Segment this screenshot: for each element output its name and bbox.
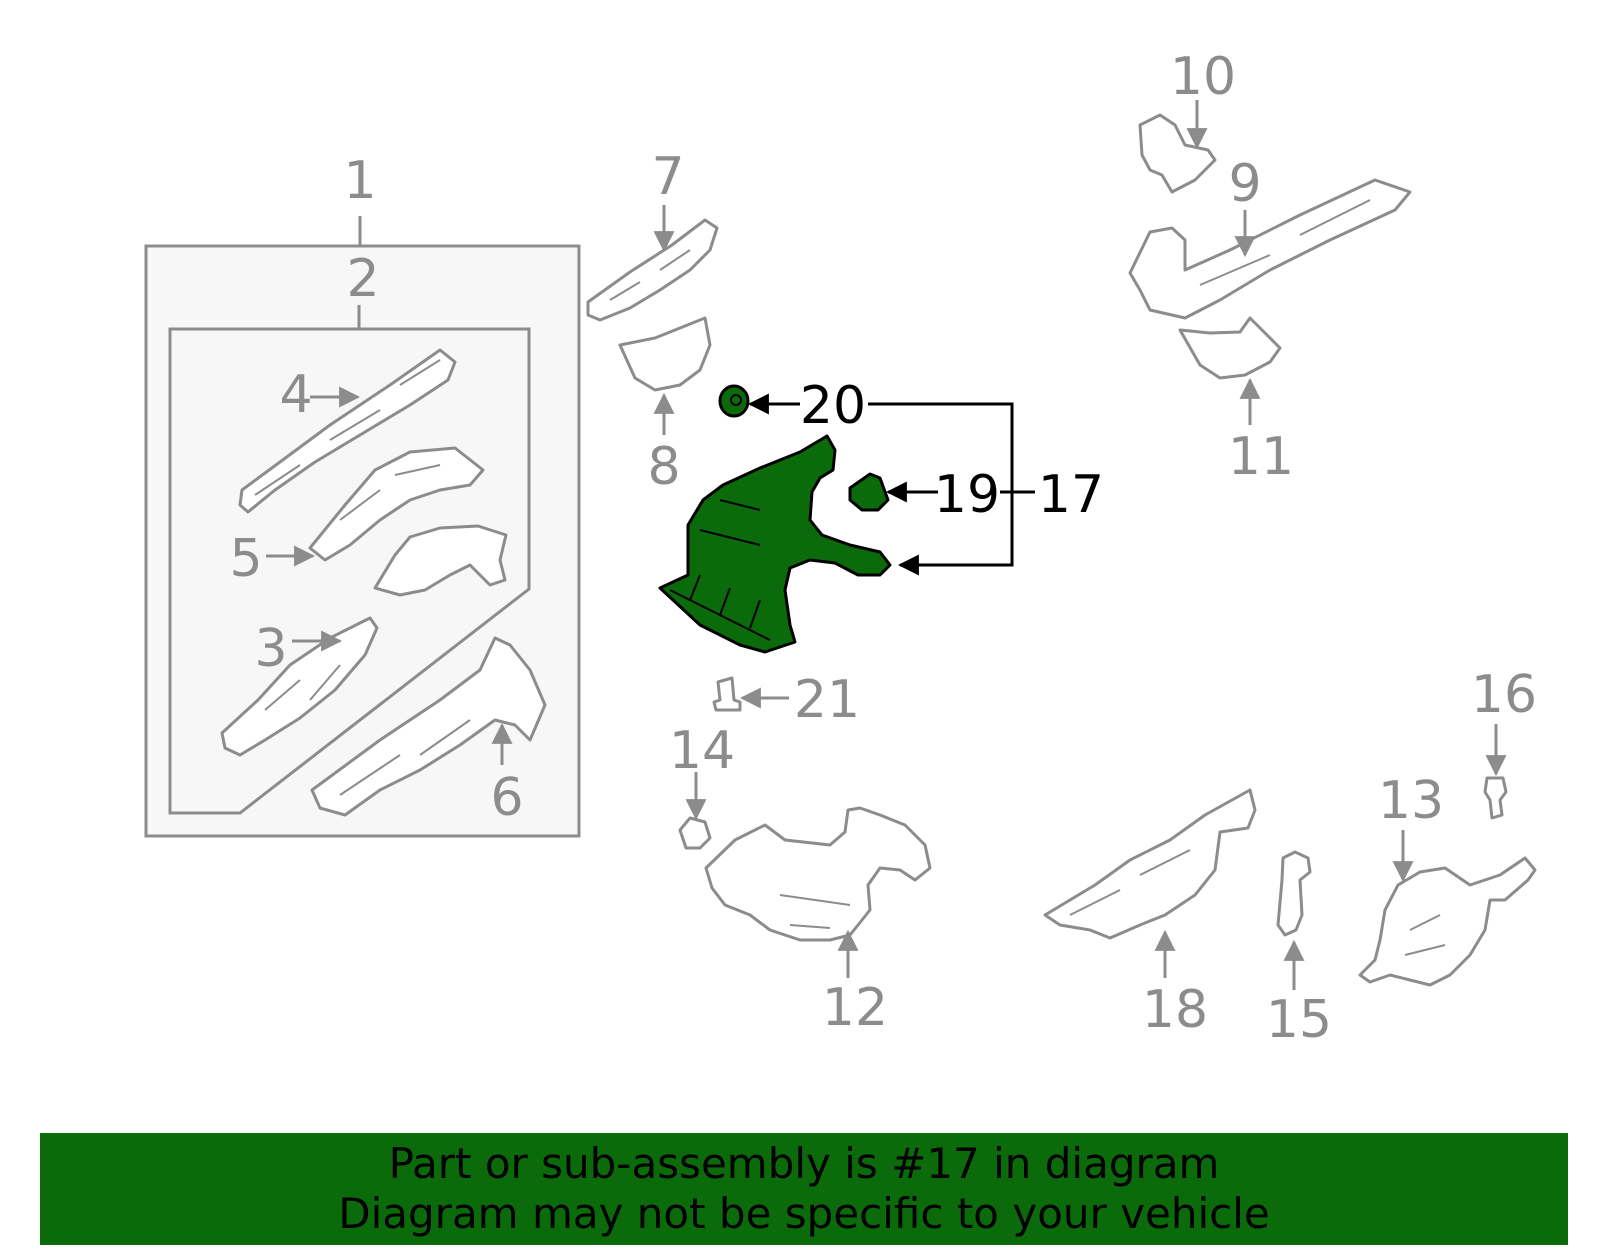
part-5-b bbox=[373, 524, 508, 597]
part-8 bbox=[618, 316, 712, 392]
callout-11: 11 bbox=[1228, 427, 1294, 487]
callout-16: 16 bbox=[1471, 665, 1537, 725]
part-3 bbox=[220, 616, 379, 757]
leader-lines bbox=[266, 100, 1507, 990]
callout-17: 17 bbox=[1038, 465, 1104, 525]
part-15 bbox=[1276, 850, 1312, 937]
part-7 bbox=[586, 218, 719, 322]
callout-9: 9 bbox=[1228, 154, 1261, 214]
callout-7: 7 bbox=[651, 147, 684, 207]
callout-19: 19 bbox=[934, 465, 1000, 525]
callout-4: 4 bbox=[279, 365, 312, 425]
callout-6: 6 bbox=[490, 768, 523, 828]
callout-18: 18 bbox=[1142, 980, 1208, 1040]
callout-14: 14 bbox=[669, 721, 735, 781]
highlight-banner: Part or sub-assembly is #17 in diagram D… bbox=[40, 1133, 1568, 1245]
callout-12: 12 bbox=[822, 978, 888, 1038]
part-5 bbox=[308, 446, 485, 562]
part-19-highlighted bbox=[848, 472, 890, 512]
part-14 bbox=[678, 816, 712, 850]
callout-3: 3 bbox=[254, 619, 287, 679]
callout-2: 2 bbox=[346, 249, 379, 309]
banner-line-1: Part or sub-assembly is #17 in diagram bbox=[388, 1139, 1220, 1188]
banner-line-2: Diagram may not be specific to your vehi… bbox=[338, 1189, 1270, 1238]
callout-21: 21 bbox=[794, 670, 860, 730]
callout-8: 8 bbox=[647, 437, 680, 497]
part-18 bbox=[1043, 788, 1257, 940]
part-10 bbox=[1138, 113, 1217, 194]
part-20-highlighted bbox=[718, 384, 750, 418]
callout-13: 13 bbox=[1378, 771, 1444, 831]
callout-5: 5 bbox=[229, 529, 262, 589]
part-4 bbox=[238, 348, 457, 514]
part-21 bbox=[712, 676, 742, 712]
part-16 bbox=[1483, 776, 1508, 820]
part-17-highlighted bbox=[658, 434, 892, 654]
part-12 bbox=[704, 806, 932, 942]
callout-1: 1 bbox=[343, 151, 376, 211]
callout-15: 15 bbox=[1266, 990, 1332, 1050]
part-9 bbox=[1128, 178, 1412, 320]
callout-10: 10 bbox=[1170, 47, 1236, 107]
part-6 bbox=[310, 636, 547, 817]
part-11 bbox=[1178, 316, 1282, 380]
highlight-leader-lines bbox=[747, 393, 1035, 576]
part-13 bbox=[1358, 856, 1537, 987]
callout-20: 20 bbox=[800, 376, 866, 436]
